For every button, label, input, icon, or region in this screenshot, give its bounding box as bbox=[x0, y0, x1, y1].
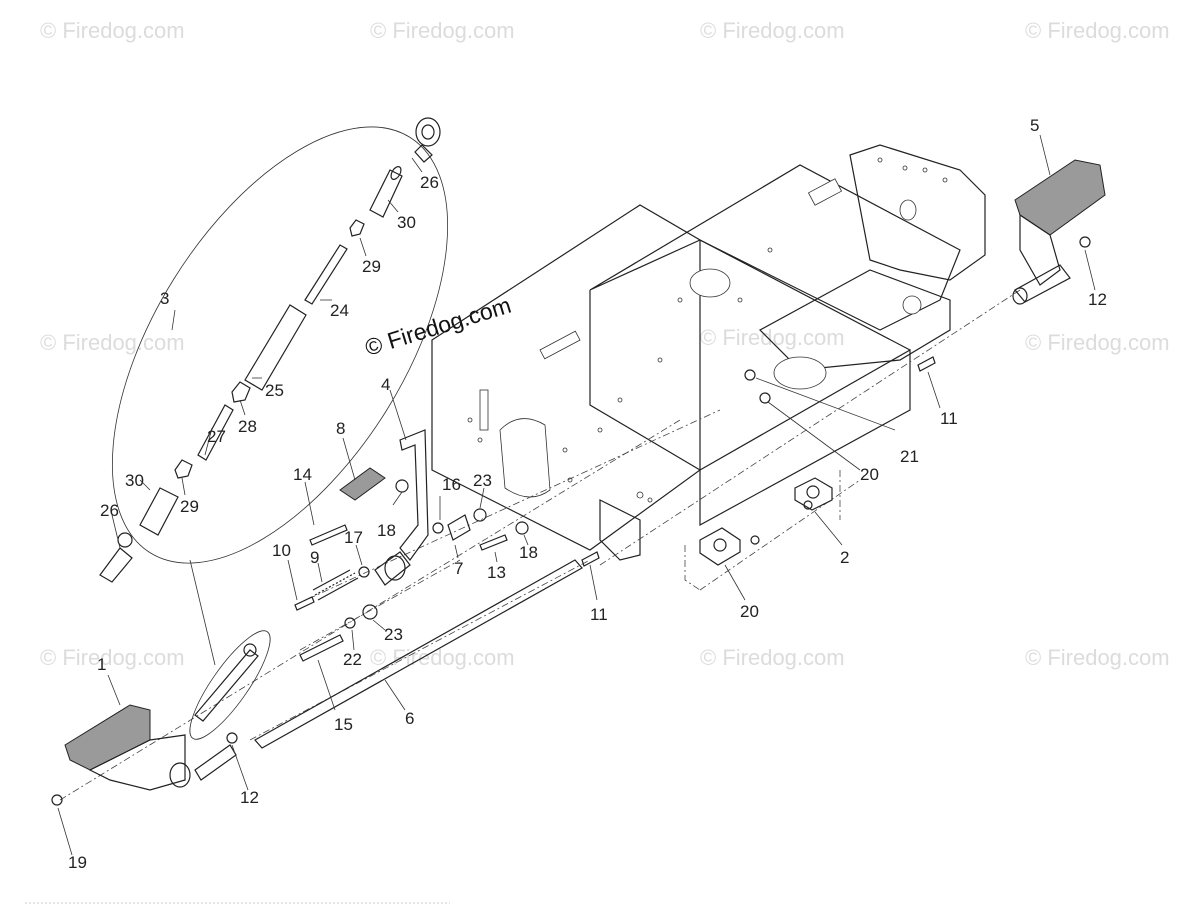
callout-30: 30 bbox=[125, 471, 144, 490]
assembly-centerlines bbox=[59, 289, 1021, 801]
callout-23: 23 bbox=[473, 471, 492, 490]
pedal-1 bbox=[51, 704, 238, 806]
callout-13: 13 bbox=[487, 563, 506, 582]
main-frame bbox=[431, 144, 986, 561]
callout-14: 14 bbox=[293, 465, 312, 484]
pedal-arm-4 bbox=[374, 429, 429, 586]
callout-11: 11 bbox=[940, 409, 958, 428]
callout-22: 22 bbox=[343, 650, 362, 669]
callout-27: 27 bbox=[207, 427, 226, 446]
callout-26: 26 bbox=[420, 173, 439, 192]
callout-6: 6 bbox=[405, 709, 414, 728]
hardware bbox=[254, 356, 936, 749]
callouts: 26 30 29 3 24 25 28 27 30 29 26 4 8 14 1… bbox=[68, 116, 1107, 872]
callout-23: 23 bbox=[384, 625, 403, 644]
pedal-5 bbox=[1012, 159, 1106, 305]
callout-30: 30 bbox=[397, 213, 416, 232]
callout-12: 12 bbox=[1088, 290, 1107, 309]
watermark: © Firedog.com bbox=[700, 18, 845, 43]
watermark: © Firedog.com bbox=[40, 645, 185, 670]
watermark: © Firedog.com bbox=[40, 330, 185, 355]
leader-lines bbox=[57, 134, 1096, 856]
linkage-assembly-3 bbox=[99, 117, 449, 583]
callout-26: 26 bbox=[100, 501, 119, 520]
callout-1: 1 bbox=[97, 655, 106, 674]
watermark: © Firedog.com bbox=[370, 645, 515, 670]
watermark: © Firedog.com bbox=[1025, 645, 1170, 670]
callout-21: 21 bbox=[900, 447, 919, 466]
callout-3: 3 bbox=[160, 289, 169, 308]
callout-17: 17 bbox=[344, 528, 363, 547]
watermark: © Firedog.com bbox=[700, 325, 845, 350]
watermark: © Firedog.com bbox=[1025, 330, 1170, 355]
callout-5: 5 bbox=[1030, 116, 1039, 135]
watermark-layer: © Firedog.com © Firedog.com © Firedog.co… bbox=[40, 18, 1170, 670]
callout-25: 25 bbox=[265, 381, 284, 400]
callout-24: 24 bbox=[330, 301, 349, 320]
callout-18: 18 bbox=[519, 543, 538, 562]
linkage-installed bbox=[189, 630, 271, 740]
callout-29: 29 bbox=[362, 257, 381, 276]
callout-7: 7 bbox=[454, 559, 463, 578]
callout-11: 11 bbox=[590, 605, 608, 624]
callout-16: 16 bbox=[442, 475, 461, 494]
watermark: © Firedog.com bbox=[700, 645, 845, 670]
callout-28: 28 bbox=[238, 417, 257, 436]
callout-10: 10 bbox=[272, 541, 291, 560]
callout-4: 4 bbox=[381, 375, 390, 394]
callout-12: 12 bbox=[240, 788, 259, 807]
watermark: © Firedog.com bbox=[40, 18, 185, 43]
callout-29: 29 bbox=[180, 497, 199, 516]
callout-15: 15 bbox=[334, 715, 353, 734]
callout-18: 18 bbox=[377, 521, 396, 540]
watermark: © Firedog.com bbox=[370, 18, 515, 43]
watermark: © Firedog.com bbox=[1025, 18, 1170, 43]
callout-8: 8 bbox=[336, 419, 345, 438]
callout-20: 20 bbox=[860, 465, 879, 484]
callout-9: 9 bbox=[310, 548, 319, 567]
callout-20: 20 bbox=[740, 602, 759, 621]
callout-2: 2 bbox=[840, 548, 849, 567]
callout-19: 19 bbox=[68, 853, 87, 872]
